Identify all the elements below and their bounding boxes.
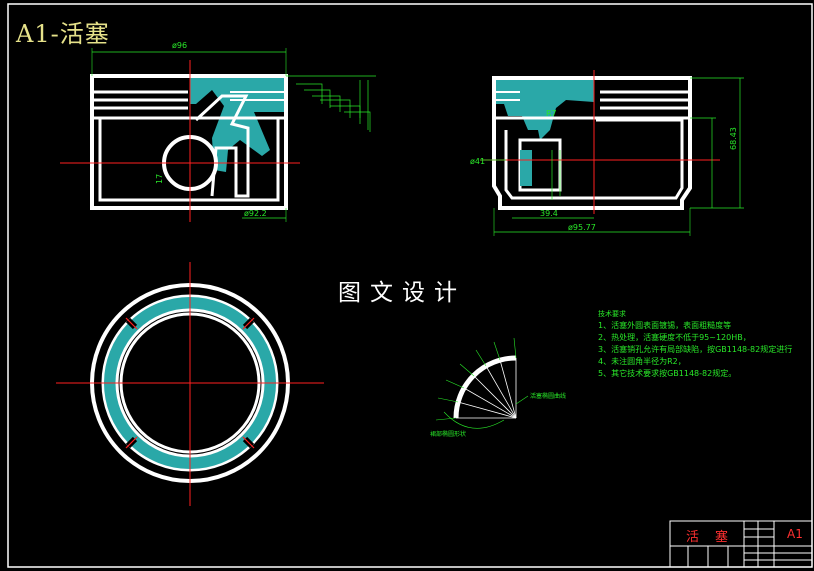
front-dim-bottom: ø92.2 bbox=[244, 209, 267, 218]
skirt-profile-fan bbox=[435, 337, 529, 429]
note-item: 4、未注圆角半径为R2， bbox=[598, 357, 686, 366]
side-dim-left: ø41 bbox=[470, 157, 485, 166]
title-block-sheet-size: A1 bbox=[787, 527, 803, 541]
side-section-view bbox=[480, 70, 744, 236]
drawing-title: A1-活塞 bbox=[16, 20, 110, 48]
profile-caption: 活塞椭圆曲线 bbox=[530, 392, 566, 400]
side-dim-height: 68.43 bbox=[729, 127, 738, 150]
front-section-view bbox=[60, 48, 376, 222]
profile-label: 裙部椭圆形状 bbox=[430, 430, 466, 438]
front-dim-pin: 17 bbox=[155, 174, 164, 184]
note-item: 1、活塞外圆表面镀锡，表面粗糙度等 bbox=[598, 321, 732, 330]
drawing-frame bbox=[7, 3, 813, 568]
title-block-frame bbox=[669, 520, 813, 568]
note-item: 3、活塞销孔允许有局部缺陷，按GB1148-82规定进行 bbox=[598, 345, 793, 354]
note-item: 5、其它技术要求按GB1148-82规定。 bbox=[598, 369, 737, 378]
front-dim-top: ø96 bbox=[172, 41, 187, 50]
note-item: 2、热处理，活塞硬度不低于95~120HB， bbox=[598, 333, 751, 342]
technical-notes: 技术要求 1、活塞外圆表面镀锡，表面粗糙度等 2、热处理，活塞硬度不低于95~1… bbox=[598, 308, 792, 380]
side-dim-width: 39.4 bbox=[540, 209, 558, 218]
notes-header: 技术要求 bbox=[598, 310, 626, 318]
top-ring-view bbox=[56, 262, 324, 506]
side-dim-radius: R7 bbox=[546, 109, 557, 118]
watermark-text: 图文设计 bbox=[338, 280, 466, 306]
title-block-part-name: 活塞 bbox=[686, 530, 745, 545]
side-dim-bottom: ø95.77 bbox=[568, 223, 596, 232]
